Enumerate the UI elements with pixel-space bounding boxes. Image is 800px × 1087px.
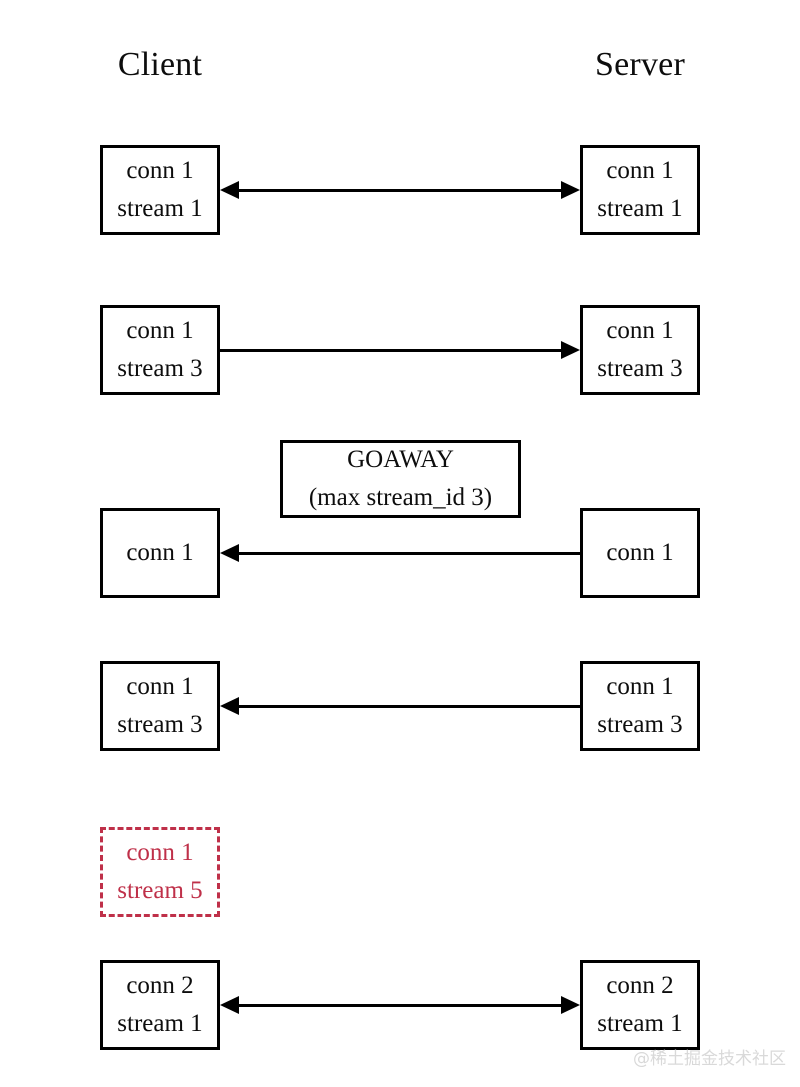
node-line: conn 1: [126, 157, 194, 184]
node-line: conn 1: [126, 673, 194, 700]
node-line: conn 1: [606, 317, 674, 344]
arrowhead-left-icon: [220, 697, 239, 715]
arrow-row-3-right-to-left: [220, 541, 580, 565]
node-line: conn 1: [606, 673, 674, 700]
node-client-row-2[interactable]: conn 1 stream 3: [100, 305, 220, 395]
arrow-shaft: [236, 189, 564, 192]
arrow-row-2-left-to-right: [220, 338, 580, 362]
column-title-server: Server: [595, 46, 685, 83]
node-client-row-5-rejected[interactable]: conn 1 stream 5: [100, 827, 220, 917]
node-client-row-4[interactable]: conn 1 stream 3: [100, 661, 220, 751]
node-line: stream 1: [117, 1010, 203, 1037]
arrowhead-right-icon: [561, 996, 580, 1014]
node-line: stream 3: [597, 711, 683, 738]
arrowhead-right-icon: [561, 341, 580, 359]
node-line: conn 1: [126, 839, 194, 866]
node-line: stream 3: [597, 355, 683, 382]
node-line: conn 1: [606, 539, 674, 566]
message-line: (max stream_id 3): [308, 484, 493, 511]
arrow-shaft: [236, 552, 580, 555]
arrowhead-left-icon: [220, 996, 239, 1014]
node-client-row-6[interactable]: conn 2 stream 1: [100, 960, 220, 1050]
node-server-row-3[interactable]: conn 1: [580, 508, 700, 598]
arrow-shaft: [236, 705, 580, 708]
node-line: stream 3: [117, 711, 203, 738]
node-line: stream 1: [597, 1010, 683, 1037]
column-title-client: Client: [117, 46, 203, 83]
node-client-row-1[interactable]: conn 1 stream 1: [100, 145, 220, 235]
node-server-row-4[interactable]: conn 1 stream 3: [580, 661, 700, 751]
node-client-row-3[interactable]: conn 1: [100, 508, 220, 598]
arrow-shaft: [236, 1004, 564, 1007]
node-server-row-6[interactable]: conn 2 stream 1: [580, 960, 700, 1050]
node-line: conn 1: [606, 157, 674, 184]
arrowhead-right-icon: [561, 181, 580, 199]
node-line: stream 1: [117, 195, 203, 222]
node-line: conn 2: [606, 972, 674, 999]
node-server-row-1[interactable]: conn 1 stream 1: [580, 145, 700, 235]
node-line: conn 1: [126, 539, 194, 566]
arrow-row-6-bidirectional: [220, 993, 580, 1017]
node-server-row-2[interactable]: conn 1 stream 3: [580, 305, 700, 395]
node-line: stream 5: [117, 877, 203, 904]
node-line: stream 1: [597, 195, 683, 222]
node-line: conn 1: [126, 317, 194, 344]
arrowhead-left-icon: [220, 181, 239, 199]
arrow-row-4-right-to-left: [220, 694, 580, 718]
arrow-shaft: [220, 349, 564, 352]
arrowhead-left-icon: [220, 544, 239, 562]
arrow-row-1-bidirectional: [220, 178, 580, 202]
watermark: @稀土掘金技术社区: [633, 1049, 786, 1069]
message-box-goaway: GOAWAY (max stream_id 3): [280, 440, 521, 518]
message-line: GOAWAY: [347, 446, 454, 473]
node-line: conn 2: [126, 972, 194, 999]
node-line: stream 3: [117, 355, 203, 382]
